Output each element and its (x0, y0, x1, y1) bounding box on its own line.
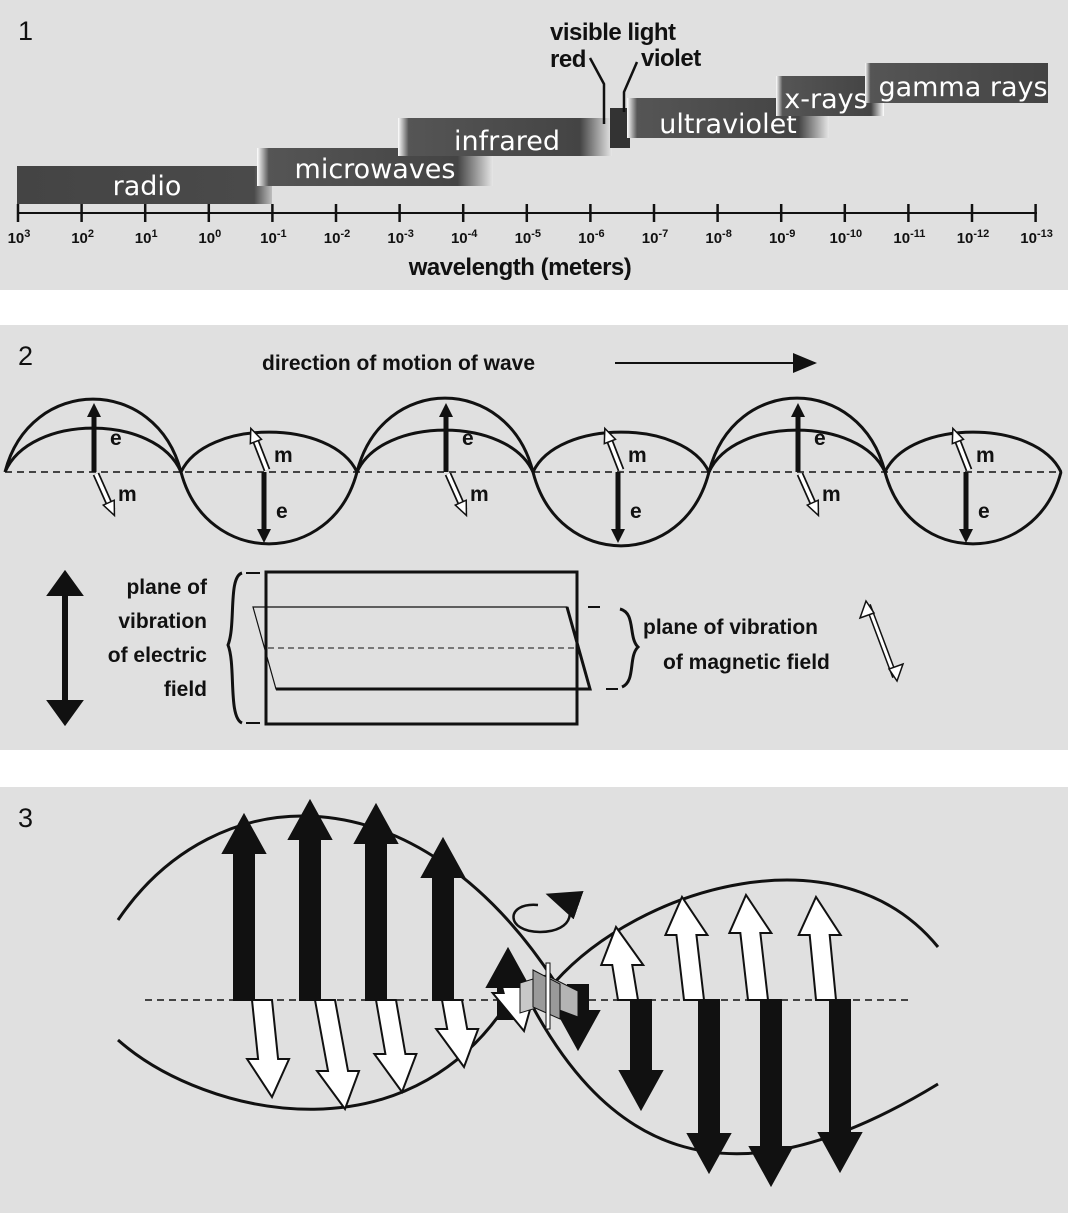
band-label-microwaves: microwaves (295, 154, 456, 185)
electric-field-arrow-down (748, 999, 794, 1188)
magnetic-vector-down-head (453, 499, 468, 518)
magnetic-field-arrow-up (727, 892, 774, 1001)
band-label-gamma: gamma rays (878, 72, 1047, 103)
magnetic-field-arrow-up (599, 924, 646, 1001)
magnetic-vector-up-head (951, 426, 965, 445)
band-label-infrared: infrared (454, 126, 560, 157)
direction-label: direction of motion of wave (262, 352, 535, 375)
band-radio: radio (17, 166, 272, 204)
magnetic-vector-down-head (805, 499, 820, 518)
electric-vector-up-head (87, 403, 101, 417)
axis-ticks: 103 102 101 100 10-1 10-2 10-3 10-4 10-5 10-6 10-7… (8, 204, 1053, 247)
axis-tick-label: 10-9 (769, 228, 795, 247)
violet-pointer (622, 61, 639, 112)
magnetic-vector-down-head (101, 499, 116, 518)
axis-tick-label: 10-12 (957, 228, 990, 247)
magnetic-label: m (976, 444, 995, 467)
electric-vector-down-head (257, 529, 271, 543)
magnetic-field-arrow-down (313, 999, 361, 1112)
rotation-arrow (512, 891, 584, 934)
axis-title: wavelength (meters) (408, 254, 632, 281)
visible-light-label: visible light (550, 19, 676, 46)
field-panel: 3 (0, 787, 1068, 1213)
magnetic-plane-brace (619, 607, 641, 689)
spectrum-diagram: 1 radio microwaves infrared ultraviolet … (8, 16, 1053, 281)
magnetic-field-arrow-down (372, 999, 418, 1095)
axis-tick-label: 10-7 (642, 228, 668, 247)
field-vectors: e m e m e m e m e m e m (87, 403, 995, 543)
axis-tick-label: 103 (8, 228, 31, 247)
axis-tick-label: 100 (198, 228, 221, 247)
electric-field-arrow-up (221, 812, 267, 1001)
electric-field-arrow-up (287, 798, 333, 1001)
axis-tick-label: 10-13 (1020, 228, 1053, 247)
magnetic-field-double-arrow (858, 599, 905, 683)
axis-tick-label: 10-3 (387, 228, 413, 247)
band-gamma: gamma rays (865, 63, 1048, 103)
electric-vector-down-head (611, 529, 625, 543)
magnetic-label: m (274, 444, 293, 467)
axis-tick-label: 10-8 (705, 228, 731, 247)
electric-field-double-arrow (46, 569, 84, 727)
magnetic-label: m (470, 483, 489, 506)
band-label-ultraviolet: ultraviolet (659, 109, 797, 140)
electric-plane-label-1: plane of (126, 576, 208, 599)
magnetic-vector-up-head (603, 426, 617, 445)
electric-field-arrow-down (817, 999, 863, 1174)
electric-label: e (110, 427, 122, 450)
axis-tick-label: 101 (135, 228, 158, 247)
electric-vector-down-head (959, 529, 973, 543)
magnetic-wave (3, 426, 1063, 476)
electric-field-arrow-up (420, 836, 466, 1001)
axis-tick-label: 10-6 (578, 228, 604, 247)
electric-field-arrow-up (353, 802, 399, 1001)
magnetic-field-arrow-down (434, 999, 480, 1070)
rotating-plane-icon (519, 962, 579, 1030)
band-infrared: infrared (398, 118, 612, 157)
electric-label: e (630, 500, 642, 523)
magnetic-label: m (822, 483, 841, 506)
axis-tick-label: 102 (71, 228, 94, 247)
violet-label: violet (641, 45, 701, 72)
wave-panel: 2 direction of motion of wave e m e m e m e m e m… (0, 325, 1068, 750)
panel-number-1: 1 (18, 16, 33, 46)
magnetic-field-arrow-up (663, 894, 710, 1001)
panel-number-3: 3 (18, 803, 33, 833)
electric-plane-label-2: vibration (118, 610, 207, 633)
axis-tick-label: 10-11 (893, 228, 925, 247)
axis-tick-label: 10-1 (260, 228, 286, 247)
electric-plane-label-4: field (164, 678, 207, 701)
field-diagram: 3 (18, 798, 940, 1188)
electric-label: e (462, 427, 474, 450)
electric-label: e (814, 427, 826, 450)
magnetic-label: m (628, 444, 647, 467)
axis-tick-label: 10-2 (324, 228, 350, 247)
red-pointer (588, 57, 606, 124)
electric-label: e (978, 500, 990, 523)
wave-diagram: 2 direction of motion of wave e m e m e m e m e m… (3, 341, 1063, 727)
electric-plane-brace (226, 571, 243, 725)
magnetic-plane-label-1: plane of vibration (643, 616, 818, 639)
electric-label: e (276, 500, 288, 523)
electric-vector-up-head (439, 403, 453, 417)
axis-tick-label: 10-4 (451, 228, 478, 247)
electric-plane-label-3: of electric (108, 644, 208, 667)
panel-number-2: 2 (18, 341, 33, 371)
electric-vector-up-head (791, 403, 805, 417)
red-label: red (550, 46, 586, 73)
spectrum-panel: 1 radio microwaves infrared ultraviolet … (0, 0, 1068, 290)
axis-tick-label: 10-10 (830, 228, 863, 247)
electric-field-arrow-down (618, 999, 664, 1112)
axis-tick-label: 10-5 (515, 228, 541, 247)
electric-field-arrow-down (686, 999, 732, 1175)
band-label-xrays: x-rays (784, 84, 867, 115)
field-arrows (221, 798, 863, 1188)
magnetic-label: m (118, 483, 137, 506)
band-label-radio: radio (113, 171, 182, 202)
magnetic-field-arrow-up (797, 894, 843, 1001)
magnetic-vector-up-head (249, 426, 263, 445)
band-visible (610, 108, 630, 148)
magnetic-field-arrow-down (245, 999, 291, 1100)
magnetic-plane-label-2: of magnetic field (663, 651, 830, 674)
